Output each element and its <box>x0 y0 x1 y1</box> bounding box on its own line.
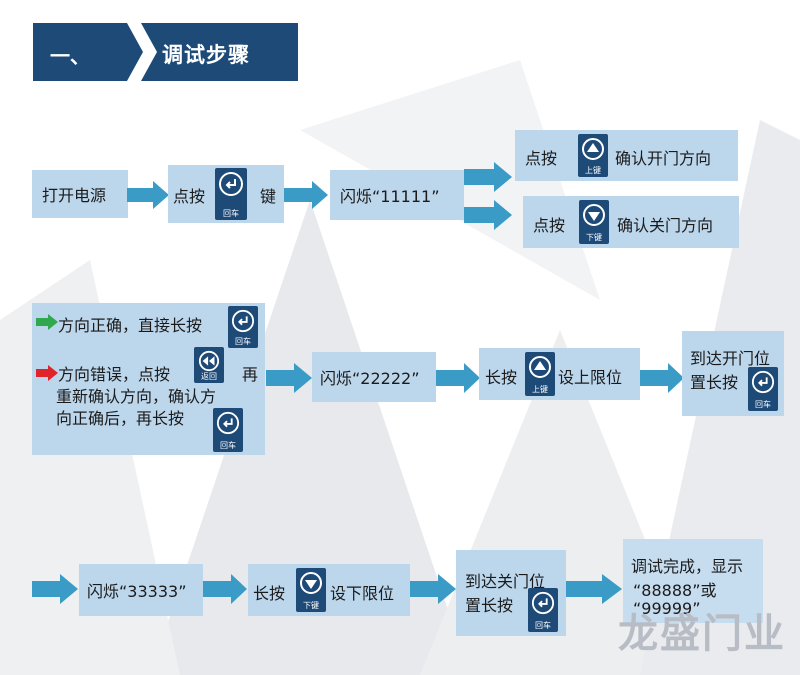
done-line2: “88888”或 <box>633 581 717 600</box>
enter-key: 回车 <box>748 367 778 411</box>
up-arrow-icon <box>582 138 604 160</box>
done-line3: “99999” <box>633 599 701 618</box>
flow-arrow <box>436 363 480 393</box>
flash1-text: 闪烁“11111” <box>340 187 440 206</box>
enter-icon <box>231 309 255 333</box>
down-arrow-icon <box>300 572 322 594</box>
direction-decision-box: 方向正确，直接长按 回车 方向错误，点按 返回 再 重新确认方向，确认方 向正确… <box>32 303 265 455</box>
option-close-direction: 点按 下键 确认关门方向 <box>523 196 739 248</box>
enter-key: 回车 <box>228 306 258 348</box>
flow-arrow-up <box>464 162 512 192</box>
flow-arrow <box>32 574 78 604</box>
enter-key-label: 回车 <box>220 441 236 450</box>
green-arrow-icon <box>36 314 58 330</box>
flash2-text: 闪烁“22222” <box>320 369 420 388</box>
step-flash-22222: 闪烁“22222” <box>312 352 436 402</box>
enter-key-label: 回车 <box>535 621 551 630</box>
flow-arrow <box>566 574 622 604</box>
press-label: 点按 <box>173 187 206 206</box>
down-key-label: 下键 <box>586 233 602 242</box>
step-flash-11111: 闪烁“11111” <box>330 170 464 220</box>
reach-open-line1: 到达开门位 <box>690 349 771 368</box>
flow-arrow <box>284 181 328 209</box>
up-key-label: 上键 <box>585 166 601 175</box>
flow-arrow <box>640 363 684 393</box>
option-open-direction: 点按 上键 确认开门方向 <box>515 130 738 181</box>
red-arrow-icon <box>36 365 58 381</box>
key-suffix: 键 <box>260 187 277 206</box>
opt-down-text: 确认关门方向 <box>617 216 714 235</box>
step-press-enter: 点按 回车 键 <box>168 165 284 223</box>
enter-key: 回车 <box>528 588 558 632</box>
enter-key: 回车 <box>215 168 247 220</box>
opt-down-press: 点按 <box>533 216 566 235</box>
section-header-banner <box>33 23 298 81</box>
step-flash-33333: 闪烁“33333” <box>79 564 203 616</box>
up-key-label: 上键 <box>532 385 548 394</box>
wrong-direction-line2: 重新确认方向，确认方 <box>56 387 217 406</box>
reach-close-line1: 到达关门位 <box>465 572 546 591</box>
opt-up-text: 确认开门方向 <box>615 149 712 168</box>
done-line1: 调试完成，显示 <box>631 557 744 576</box>
section-title: 调试步骤 <box>162 43 250 67</box>
down-key-label: 下键 <box>303 601 319 610</box>
flow-arrow <box>410 574 456 604</box>
step-complete: 调试完成，显示 “88888”或 “99999” <box>623 539 763 623</box>
wrong-direction-line1-end: 再 <box>242 365 259 384</box>
enter-icon <box>751 370 775 394</box>
flow-arrow-down <box>464 200 512 230</box>
reach-close-line2: 置长按 <box>465 596 514 615</box>
enter-key-label: 回车 <box>235 337 251 346</box>
flow-arrow <box>203 574 247 604</box>
up-key: 上键 <box>525 352 555 396</box>
step-reach-close-position: 到达关门位 置长按 回车 <box>456 550 566 636</box>
wrong-direction-line1: 方向错误，点按 <box>58 365 171 384</box>
long-press-label: 长按 <box>253 584 286 603</box>
up-key: 上键 <box>578 134 608 177</box>
flow-arrow <box>266 363 312 393</box>
company-logo-text: 龙盛门业 <box>618 611 786 657</box>
down-key: 下键 <box>296 568 326 612</box>
set-upper-text: 设上限位 <box>558 368 623 387</box>
step-set-lower-limit: 长按 下键 设下限位 <box>248 564 410 616</box>
flash3-text: 闪烁“33333” <box>87 582 187 601</box>
enter-key-label: 回车 <box>223 209 239 218</box>
enter-icon <box>531 591 555 615</box>
reach-open-line2: 置长按 <box>690 373 739 392</box>
opt-up-press: 点按 <box>525 149 558 168</box>
enter-key: 回车 <box>213 408 243 452</box>
correct-direction-text: 方向正确，直接长按 <box>58 316 203 335</box>
set-lower-text: 设下限位 <box>330 584 395 603</box>
step-power-on-text: 打开电源 <box>42 186 107 205</box>
down-arrow-icon <box>583 204 605 226</box>
flow-arrow <box>127 181 169 209</box>
enter-icon <box>219 172 243 196</box>
wrong-direction-line3: 向正确后，再长按 <box>56 409 185 428</box>
step-power-on: 打开电源 <box>32 170 128 218</box>
section-number: 一、 <box>50 44 90 68</box>
step-set-upper-limit: 长按 上键 设上限位 <box>479 348 640 400</box>
step-reach-open-position: 到达开门位 置长按 回车 <box>682 331 784 416</box>
enter-icon <box>216 411 240 435</box>
back-icon <box>198 350 220 372</box>
enter-key-label: 回车 <box>755 400 771 409</box>
long-press-label: 长按 <box>485 368 518 387</box>
back-key: 返回 <box>194 347 224 383</box>
up-arrow-icon <box>529 356 551 378</box>
down-key: 下键 <box>579 200 609 244</box>
back-key-label: 返回 <box>201 372 217 381</box>
